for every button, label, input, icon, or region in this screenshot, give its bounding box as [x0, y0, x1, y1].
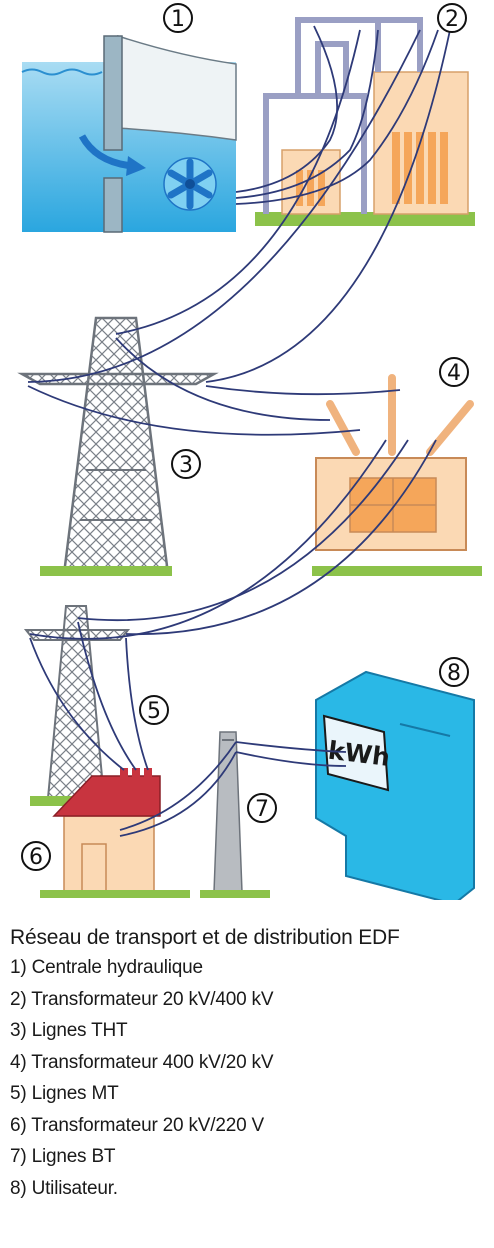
legend-title: Réseau de transport et de distribution E… — [10, 926, 400, 949]
badge-8: 8 — [439, 657, 469, 687]
legend-item: 6) Transformateur 20 kV/220 V — [10, 1114, 264, 1136]
bt-pole — [200, 731, 270, 898]
badge-1: 1 — [163, 3, 193, 33]
edf-network-diagram: kWh 1 2 3 4 5 6 7 8 — [17, 3, 482, 900]
mt-pylon — [23, 605, 131, 799]
badge-2: 2 — [437, 3, 467, 33]
badge-4: 4 — [439, 357, 469, 387]
hydro-plant — [21, 34, 237, 233]
badge-6: 6 — [21, 841, 51, 871]
svg-text:8: 8 — [447, 661, 461, 686]
legend-item: 2) Transformateur 20 kV/400 kV — [10, 988, 274, 1010]
step-up-substation — [255, 17, 475, 226]
legend-item: 5) Lignes MT — [10, 1083, 119, 1104]
svg-text:1: 1 — [171, 7, 185, 32]
svg-text:3: 3 — [179, 453, 193, 478]
legend-item: 1) Centrale hydraulique — [10, 957, 203, 978]
tht-pylon — [17, 316, 219, 576]
badge-3: 3 — [171, 449, 201, 479]
svg-text:6: 6 — [29, 845, 43, 870]
svg-text:2: 2 — [445, 7, 459, 32]
badge-5: 5 — [139, 695, 169, 725]
step-down-transformer — [312, 374, 482, 576]
legend-item: 7) Lignes BT — [10, 1146, 116, 1167]
electricity-meter: kWh — [315, 670, 475, 900]
legend: Réseau de transport et de distribution E… — [10, 924, 490, 1204]
power-lines — [27, 25, 451, 837]
legend-item: 8) Utilisateur. — [10, 1177, 118, 1199]
svg-text:5: 5 — [147, 699, 161, 724]
svg-text:7: 7 — [255, 797, 269, 822]
badge-7: 7 — [247, 793, 277, 823]
turbine-icon — [163, 157, 217, 211]
legend-item: 3) Lignes THT — [10, 1020, 128, 1041]
distribution-substation — [30, 768, 190, 898]
legend-item: 4) Transformateur 400 kV/20 kV — [10, 1051, 274, 1073]
svg-text:4: 4 — [447, 361, 461, 386]
